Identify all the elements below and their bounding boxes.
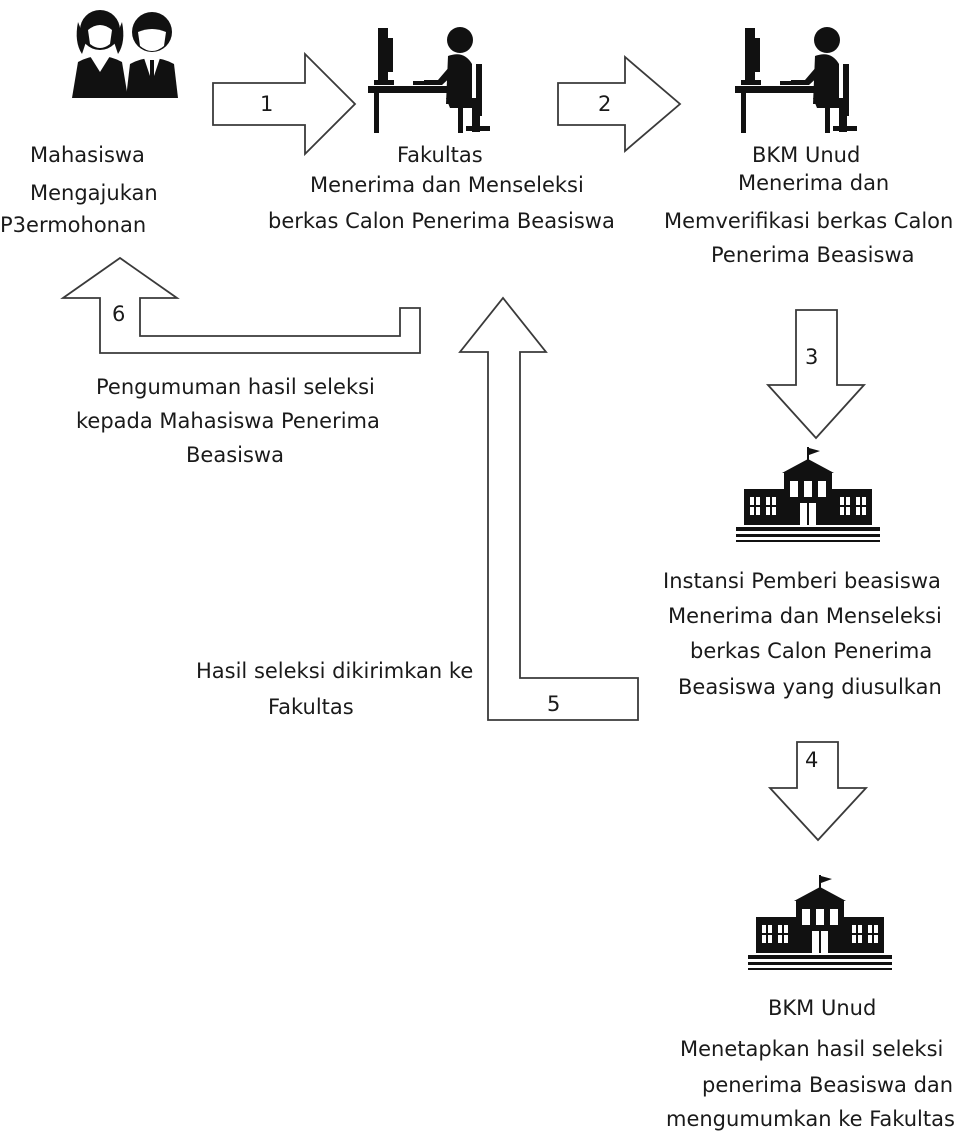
arrow-5-number: 5	[547, 692, 561, 716]
instansi-desc-4: Beasiswa yang diusulkan	[678, 675, 942, 699]
arrow-1-number: 1	[260, 92, 274, 116]
bkm-top-desc-3: Penerima Beasiswa	[711, 243, 915, 267]
bkm-top-desc-1: Menerima dan	[738, 171, 890, 195]
bkm-top-name: BKM Unud	[752, 143, 861, 167]
arrow-6-label-3: Beasiswa	[186, 443, 284, 467]
building-icon-instansi	[736, 447, 880, 542]
arrow-6	[60, 256, 421, 354]
instansi-desc-2: Menerima dan Menseleksi	[668, 604, 942, 628]
arrow-4	[767, 741, 869, 842]
arrow-2	[557, 55, 682, 153]
bkm-bottom-name: BKM Unud	[768, 996, 877, 1020]
mahasiswa-desc-2: P3ermohonan	[0, 213, 147, 237]
arrow-1	[212, 51, 357, 157]
fakultas-desc-2: berkas Calon Penerima Beasiswa	[268, 209, 615, 233]
arrow-3-number: 3	[805, 345, 819, 369]
bkm-bottom-desc-2: penerima Beasiswa dan	[702, 1073, 954, 1097]
computer-worker-icon-fakultas	[368, 27, 490, 133]
mahasiswa-name: Mahasiswa	[30, 143, 145, 167]
arrow-3	[765, 309, 867, 440]
fakultas-name: Fakultas	[397, 143, 483, 167]
arrow-2-number: 2	[598, 92, 612, 116]
arrow-5-label-1: Hasil seleksi dikirimkan ke	[196, 659, 474, 683]
fakultas-desc-1: Menerima dan Menseleksi	[310, 173, 584, 197]
arrow-6-number: 6	[112, 302, 126, 326]
bkm-top-desc-2: Memverifikasi berkas Calon	[664, 209, 954, 233]
arrow-5-label-2: Fakultas	[268, 695, 354, 719]
bkm-bottom-desc-3: mengumumkan ke Fakultas	[666, 1107, 955, 1131]
students-icon	[72, 10, 178, 98]
mahasiswa-desc-1: Mengajukan	[30, 181, 158, 205]
arrow-6-label-1: Pengumuman hasil seleksi	[96, 375, 375, 399]
instansi-desc-3: berkas Calon Penerima	[690, 639, 933, 663]
arrow-6-label-2: kepada Mahasiswa Penerima	[76, 409, 380, 433]
arrow-5	[458, 296, 639, 721]
bkm-bottom-desc-1: Menetapkan hasil seleksi	[680, 1037, 944, 1061]
instansi-desc-1: Instansi Pemberi beasiswa	[663, 569, 941, 593]
building-icon-bkm	[748, 875, 892, 970]
computer-worker-icon-bkm	[735, 27, 857, 133]
arrow-4-number: 4	[805, 748, 819, 772]
